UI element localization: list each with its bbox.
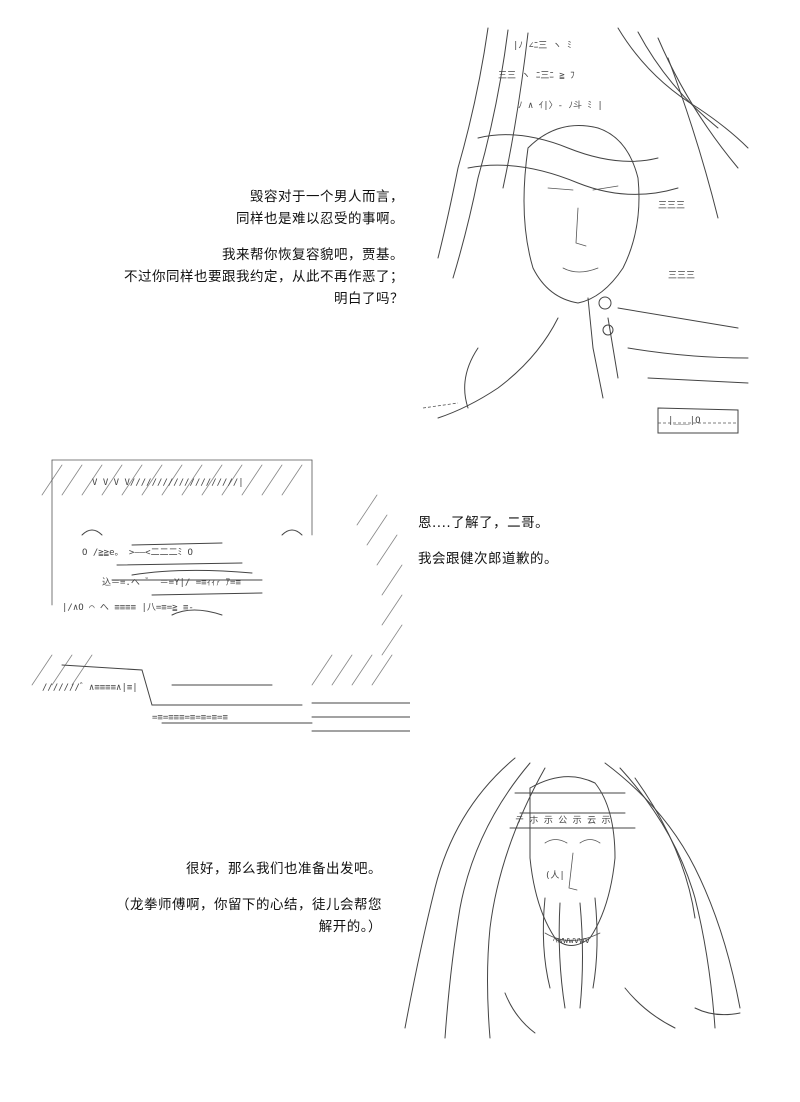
svg-text:V V V V////////////////////|: V V V V////////////////////| xyxy=(92,478,244,488)
svg-text:込＝=.へ ゛ ＝=Y|/ =≡ｨｨｧ ｱ=≡: 込＝=.へ ゛ ＝=Y|/ =≡ｨｨｧ ｱ=≡ xyxy=(102,577,241,588)
dialogue-line: 毁容对于一个男人而言， xyxy=(250,189,404,205)
line-gap xyxy=(124,230,404,244)
svg-text:三三三: 三三三 xyxy=(668,271,695,281)
dialogue-line: 我来帮你恢复容貌吧，贾基。 xyxy=(222,247,404,263)
svg-text:ﾉ ∧ ｲ|〉- ﾉ斗 ﾐ |: ﾉ ∧ ｲ|〉- ﾉ斗 ﾐ | xyxy=(518,100,603,111)
svg-text:(人|: (人| xyxy=(545,870,565,881)
svg-text:テ ホ 示 公 示 云 示: テ ホ 示 公 示 云 示 xyxy=(515,815,611,826)
ascii-art-old-master-icon: テ ホ 示 公 示 云 示 (人| ﾍwwwvwv xyxy=(395,748,755,1048)
ascii-art-long-haired-man-icon: |ﾉ ∠ﾆ三 ヽ ﾐ 三三 ヽ ﾆ三ﾆ ≧ ﾌ ﾉ ∧ ｲ|〉- ﾉ斗 ﾐ | … xyxy=(418,18,758,448)
panel-3-dialogue: 很好，那么我们也准备出发吧。 （龙拳师傅啊，你留下的心结，徒儿会帮您 解开的。） xyxy=(116,858,382,938)
dialogue-line: 我会跟健次郎道歉的。 xyxy=(418,551,558,567)
ascii-art-masked-face-icon: V V V V////////////////////| O /≧≧e。 >——… xyxy=(22,455,410,745)
line-gap xyxy=(116,880,382,894)
dialogue-line: 恩....了解了，二哥。 xyxy=(418,515,550,531)
dialogue-line: 很好，那么我们也准备出发吧。 xyxy=(186,861,382,877)
line-gap xyxy=(418,534,558,548)
dialogue-line: 解开的。） xyxy=(318,919,382,935)
svg-text:///////゛∧≡≡≡≡∧|≡|: ///////゛∧≡≡≡≡∧|≡| xyxy=(42,682,138,693)
svg-text:=≡=≡≡≡=≡=≡=≡=≡: =≡=≡≡≡=≡=≡=≡=≡ xyxy=(152,713,228,723)
svg-text:ﾍwwwvwv: ﾍwwwvwv xyxy=(553,936,590,946)
dialogue-line: 明白了吗？ xyxy=(334,291,404,307)
svg-text:三三三: 三三三 xyxy=(658,201,685,211)
panel-2-dialogue: 恩....了解了，二哥。 我会跟健次郎道歉的。 xyxy=(418,512,558,570)
svg-text:|/∧O ⌒ へ ≡≡≡≡ |八=≡=≧ ≡-: |/∧O ⌒ へ ≡≡≡≡ |八=≡=≧ ≡- xyxy=(62,603,194,613)
dialogue-line: 同样也是难以忍受的事啊。 xyxy=(236,211,404,227)
svg-text:三三 ヽ ﾆ三ﾆ ≧ ﾌ: 三三 ヽ ﾆ三ﾆ ≧ ﾌ xyxy=(498,71,575,81)
svg-text:|ﾉ ∠ﾆ三 ヽ ﾐ: |ﾉ ∠ﾆ三 ヽ ﾐ xyxy=(513,41,572,51)
panel-1-dialogue: 毁容对于一个男人而言， 同样也是难以忍受的事啊。 我来帮你恢复容貌吧，贾基。 不… xyxy=(124,186,404,310)
dialogue-line: 不过你同样也要跟我约定，从此不再作恶了； xyxy=(124,269,404,285)
svg-text:|___|O: |___|O xyxy=(668,416,701,426)
svg-text:O /≧≧e。 >——<二二二ﾐ O: O /≧≧e。 >——<二二二ﾐ O xyxy=(82,548,193,558)
dialogue-line: （龙拳师傅啊，你留下的心结，徒儿会帮您 xyxy=(116,897,382,913)
